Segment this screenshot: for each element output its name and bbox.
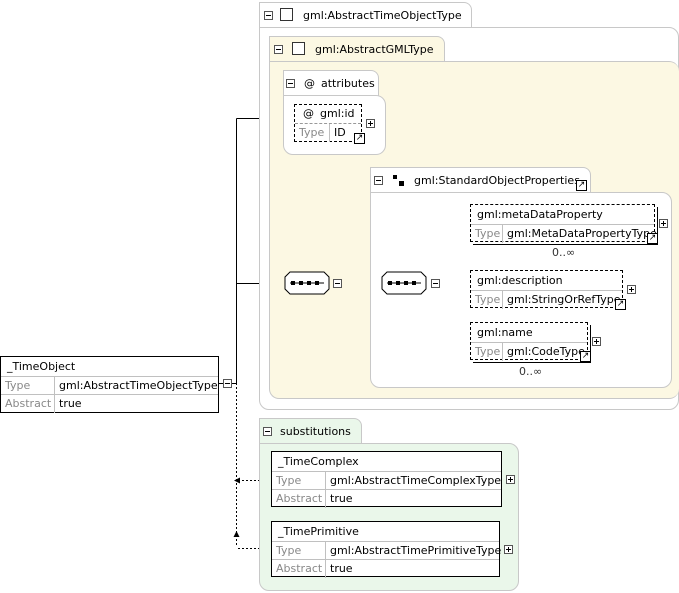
- occurrence-label: 0..∞: [552, 246, 576, 259]
- abstract-value: true: [59, 397, 82, 410]
- time-primitive-element[interactable]: _TimePrimitive Type gml:AbstractTimePrim…: [271, 521, 502, 578]
- collapse-toggle[interactable]: [223, 379, 232, 388]
- abstract-value: true: [330, 492, 353, 505]
- goto-type-icon[interactable]: ↗: [580, 351, 591, 362]
- collapse-toggle[interactable]: [431, 279, 440, 288]
- time-object-element[interactable]: _TimeObject Type gml:AbstractTimeObjectT…: [0, 356, 219, 413]
- standard-object-properties-tab: gml:StandardObjectProperties ↗: [370, 167, 591, 193]
- occurrence-label: 0..∞: [519, 365, 543, 378]
- element-name: gml:name: [477, 326, 533, 339]
- abstract-key: Abstract: [272, 560, 326, 578]
- type-key: Type: [272, 542, 326, 560]
- type-key: Type: [1, 377, 55, 395]
- type-value: ID: [334, 126, 346, 139]
- type-icon: [292, 42, 305, 55]
- abstract-gml-type-tab: gml:AbstractGMLType: [269, 36, 445, 62]
- at-icon: @: [303, 107, 314, 120]
- type-key: Type: [295, 124, 330, 142]
- expand-toggle[interactable]: [504, 545, 513, 554]
- collapse-toggle[interactable]: [264, 11, 273, 20]
- standard-object-properties-label: gml:StandardObjectProperties: [414, 174, 580, 187]
- abstract-gml-type-label: gml:AbstractGMLType: [315, 43, 434, 56]
- type-key: Type: [471, 225, 503, 243]
- time-complex-element[interactable]: _TimeComplex Type gml:AbstractTimeComple…: [271, 451, 502, 508]
- abstract-time-object-type-label: gml:AbstractTimeObjectType: [303, 9, 462, 22]
- collapse-toggle[interactable]: [374, 176, 383, 185]
- element-name: gml:description: [477, 274, 563, 287]
- type-key: Type: [272, 472, 326, 490]
- attributes-label: attributes: [321, 77, 375, 90]
- goto-group-icon[interactable]: ↗: [576, 180, 587, 191]
- name-element[interactable]: gml:name Type gml:CodeType: [470, 322, 588, 361]
- type-icon: [280, 8, 293, 21]
- type-value: gml:CodeType: [507, 345, 585, 358]
- expand-toggle[interactable]: [659, 219, 668, 228]
- collapse-toggle[interactable]: [286, 79, 295, 88]
- attributes-tab: @ attributes: [283, 70, 379, 96]
- type-key: Type: [471, 343, 503, 361]
- meta-data-property-element[interactable]: gml:metaDataProperty Type gml:MetaDataPr…: [470, 204, 657, 243]
- type-value: gml:MetaDataPropertyType: [507, 227, 657, 240]
- abstract-value: true: [330, 562, 353, 575]
- collapse-toggle[interactable]: [263, 427, 272, 436]
- element-name: _TimeComplex: [278, 455, 359, 468]
- type-value: gml:StringOrRefType: [507, 293, 621, 306]
- element-name: _TimeObject: [7, 360, 76, 373]
- collapse-toggle[interactable]: [274, 45, 283, 54]
- abstract-time-object-type-tab: gml:AbstractTimeObjectType: [259, 2, 472, 28]
- substitutions-tab: substitutions: [259, 418, 362, 444]
- element-name: gml:metaDataProperty: [477, 208, 603, 221]
- description-element[interactable]: gml:description Type gml:StringOrRefType: [470, 270, 623, 309]
- expand-toggle[interactable]: [506, 475, 515, 484]
- gml-id-attribute[interactable]: @ gml:id Type ID: [294, 104, 362, 142]
- substitutions-label: substitutions: [280, 425, 351, 438]
- abstract-key: Abstract: [1, 395, 55, 413]
- expand-toggle[interactable]: [366, 119, 375, 128]
- abstract-key: Abstract: [272, 490, 326, 508]
- type-key: Type: [471, 291, 503, 309]
- expand-toggle[interactable]: [592, 337, 601, 346]
- at-icon: @: [304, 77, 315, 90]
- sequence-compositor: [284, 271, 330, 295]
- attribute-name: gml:id: [320, 107, 355, 120]
- type-value: gml:AbstractTimeComplexType: [330, 474, 502, 487]
- goto-type-icon[interactable]: ↗: [615, 299, 626, 310]
- type-value: gml:AbstractTimeObjectType: [59, 379, 218, 392]
- group-icon: [393, 175, 404, 186]
- expand-toggle[interactable]: [627, 285, 636, 294]
- type-value: gml:AbstractTimePrimitiveType: [330, 544, 502, 557]
- sequence-compositor: [381, 271, 427, 295]
- goto-type-icon[interactable]: ↗: [354, 133, 365, 144]
- element-name: _TimePrimitive: [278, 525, 359, 538]
- collapse-toggle[interactable]: [333, 279, 342, 288]
- goto-type-icon[interactable]: ↗: [647, 233, 658, 244]
